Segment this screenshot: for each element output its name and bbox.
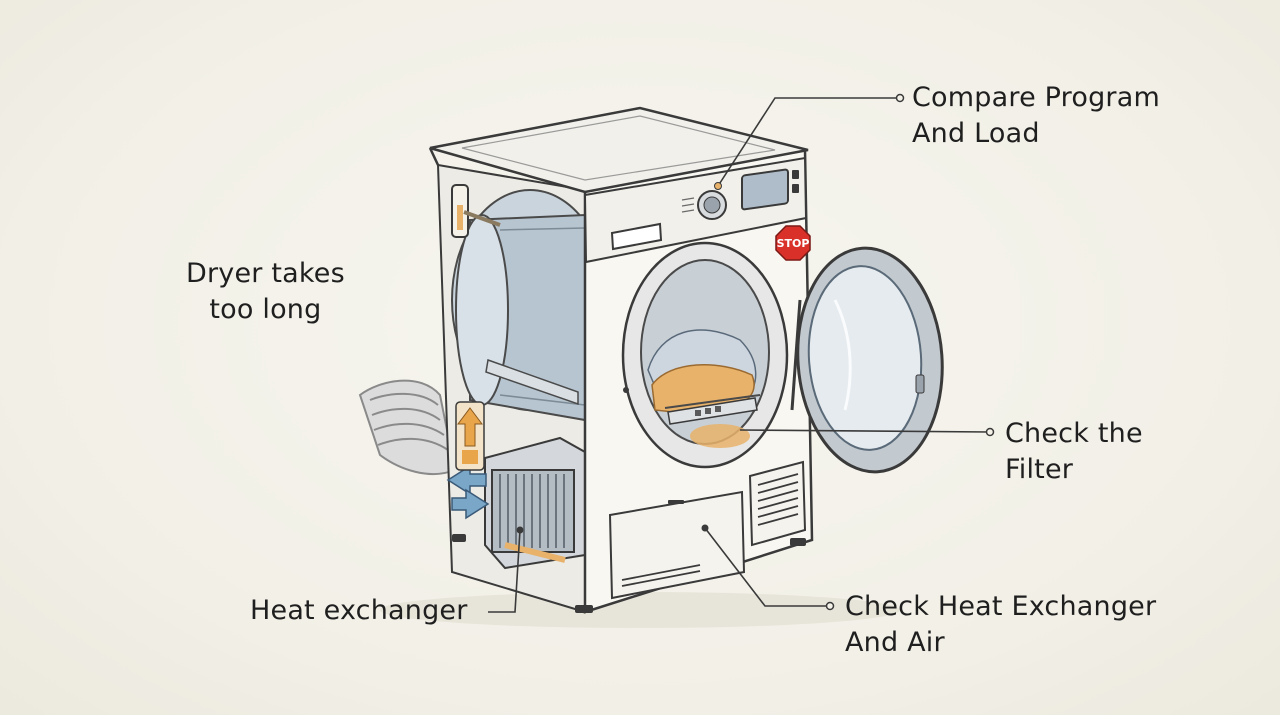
label-line: And Air [845,627,945,658]
door-opening [621,241,789,469]
top-panel [429,106,809,194]
label-heat-exchanger: Heat exchanger [250,593,468,629]
drum [451,189,609,422]
label-line: Check the [1005,418,1143,449]
label-line: Check Heat Exchanger [845,591,1157,622]
svg-text:STOP: STOP [777,237,810,250]
callout-lines [488,97,991,613]
heat-exchanger-unit [484,436,586,570]
lower-panel [608,460,807,600]
label-check-filter: Check the Filter [1005,416,1143,488]
label-line: too long [209,294,322,325]
label-line: Compare Program [912,82,1160,113]
control-panel [583,156,808,264]
open-door [790,246,944,474]
label-dryer-takes-too-long: Dryer takes too long [186,256,345,328]
side-gauge [451,184,501,238]
floor-shadow [380,592,900,628]
label-line: Heat exchanger [250,595,468,626]
label-line: Filter [1005,454,1074,485]
label-compare-program: Compare Program And Load [912,80,1160,152]
label-line: Dryer takes [186,258,345,289]
label-check-heat-exchanger-air: Check Heat Exchanger And Air [845,589,1156,661]
callout-dots [516,93,995,611]
feet [452,534,806,613]
stop-sign-icon: STOP [775,225,811,261]
up-arrow-icon [455,401,485,471]
exhaust-hose [358,379,457,476]
label-line: And Load [912,118,1040,149]
